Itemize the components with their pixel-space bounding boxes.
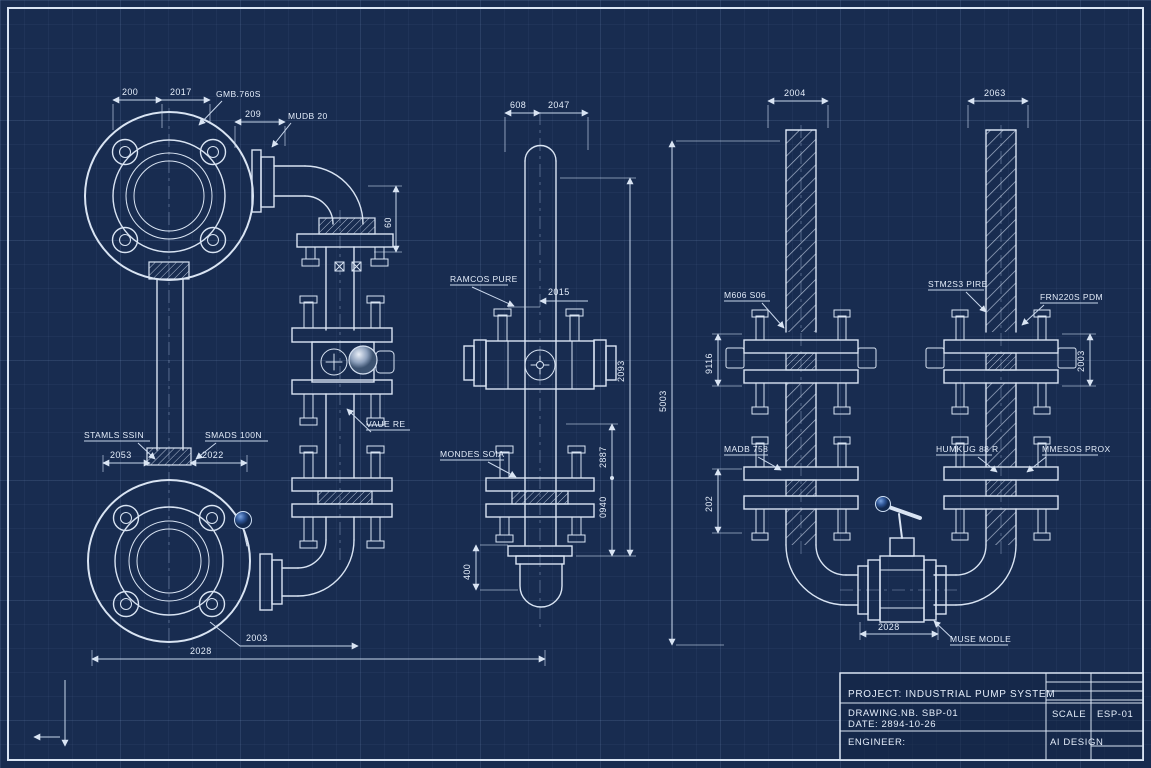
- valve-ball: [348, 345, 378, 375]
- dim-text-rotated: 60: [383, 217, 393, 228]
- title-block-date: DATE: 2894-10-26: [848, 719, 936, 730]
- blue-lever-knob: [875, 496, 891, 512]
- left-bottom-flange: [87, 479, 252, 643]
- right-assembly: 5003: [658, 88, 1111, 646]
- title-block-scale-value: ESP-01: [1097, 709, 1133, 720]
- label-right-pipe-b: FRN220S PDM: [1040, 292, 1103, 302]
- dim-text-rotated: 2093: [616, 360, 626, 382]
- label-bottom-left: HUMKUG 88 R: [936, 444, 999, 454]
- right-bottom-run: [785, 496, 1017, 623]
- dim-text: 608: [510, 100, 526, 110]
- dim-text: 2003: [246, 633, 268, 643]
- right-overall-dim: 5003: [658, 140, 780, 646]
- left-assembly-annotations: 200 2017 GMB.760S 209 MUDB 20 60 STAMLS …: [84, 87, 546, 666]
- dim-text: 2028: [878, 622, 900, 632]
- left-valve: [291, 295, 395, 479]
- middle-assembly-annotations: 608 2047 RAMCOS PURE 2015 MONDES SOIA 40…: [440, 100, 636, 591]
- label-left-flange-lower: MADB 758: [724, 444, 768, 454]
- left-top-flange: [84, 111, 254, 281]
- label-material-left: STAMLS SSIN: [84, 430, 144, 440]
- middle-lower-flange-joint: [485, 445, 595, 543]
- label-top-flange: GMB.760S: [216, 89, 261, 99]
- dim-text: 2022: [202, 450, 224, 460]
- left-bottom-elbow: [259, 516, 355, 611]
- title-block-design-by: AI DESIGN: [1050, 737, 1103, 748]
- dim-text-rotated: 5003: [658, 390, 668, 412]
- right-left-upper-flange: [725, 309, 877, 415]
- valve-lever: [884, 504, 922, 520]
- middle-bottom-cap: [507, 545, 573, 608]
- dim-text: 200: [122, 87, 138, 97]
- label-valve: MUSE MODLE: [950, 634, 1011, 644]
- right-left-pipe: [785, 129, 817, 546]
- border-frame: [7, 7, 1144, 761]
- dim-text-rotated: 400: [462, 564, 472, 580]
- right-assembly-annotations: 2004 2063 M606 S06 STM2S3 PIRE FRN220S P…: [704, 88, 1111, 646]
- title-block: PROJECT: INDUSTRIAL PUMP SYSTEM DRAWING.…: [839, 672, 1144, 761]
- middle-pipe: [524, 144, 557, 546]
- left-assembly: 200 2017 GMB.760S 209 MUDB 20 60 STAMLS …: [84, 87, 546, 666]
- right-left-lower-flange: [743, 436, 859, 541]
- dim-text: 2028: [190, 646, 212, 656]
- label-flange: MONDES SOIA: [440, 449, 504, 459]
- title-block-drawing-no: DRAWING.NB. SBP-01: [848, 708, 958, 719]
- dim-text: 2063: [984, 88, 1006, 98]
- dim-text: 2004: [784, 88, 806, 98]
- blue-knob: [234, 511, 252, 529]
- dim-text: 209: [245, 109, 261, 119]
- title-block-scale-label: SCALE: [1052, 709, 1086, 720]
- dim-text: 2017: [170, 87, 192, 97]
- dim-text: 2047: [548, 100, 570, 110]
- right-right-pipe: [985, 129, 1017, 546]
- dim-text: 2053: [110, 450, 132, 460]
- left-stem-pipe: [146, 261, 192, 466]
- middle-assembly: 608 2047 RAMCOS PURE 2015 MONDES SOIA 40…: [440, 100, 636, 628]
- dim-text-rotated: 0940: [598, 496, 608, 518]
- corner-mark: [33, 680, 69, 747]
- title-block-engineer: ENGINEER:: [848, 737, 906, 748]
- dim-text-rotated: 9116: [704, 353, 714, 374]
- dim-text-rotated: 2003: [1076, 350, 1086, 372]
- right-right-upper-flange: [925, 309, 1077, 415]
- label-elbow: MUDB 20: [288, 111, 328, 121]
- dim-text: 2015: [548, 287, 570, 297]
- bolt-holes: [111, 138, 227, 254]
- label-bottom-right: MMESOS PROX: [1042, 444, 1111, 454]
- middle-valve: [463, 308, 617, 390]
- label-valve: VAUE RE: [366, 419, 406, 429]
- left-upper-elbow: [251, 149, 394, 331]
- pump-valve: [857, 496, 947, 623]
- section-marks: [334, 261, 362, 272]
- left-lower-flange-joint: [291, 445, 393, 549]
- label-pipe: RAMCOS PURE: [450, 274, 518, 284]
- label-material-right: SMADS 100N: [205, 430, 262, 440]
- dim-text-rotated: 202: [704, 496, 714, 512]
- dim-text-rotated: 2887: [598, 446, 608, 468]
- label-right-pipe-a: STM2S3 PIRE: [928, 279, 988, 289]
- label-left-pipe: M606 S06: [724, 290, 766, 300]
- title-block-project: PROJECT: INDUSTRIAL PUMP SYSTEM: [848, 689, 1055, 700]
